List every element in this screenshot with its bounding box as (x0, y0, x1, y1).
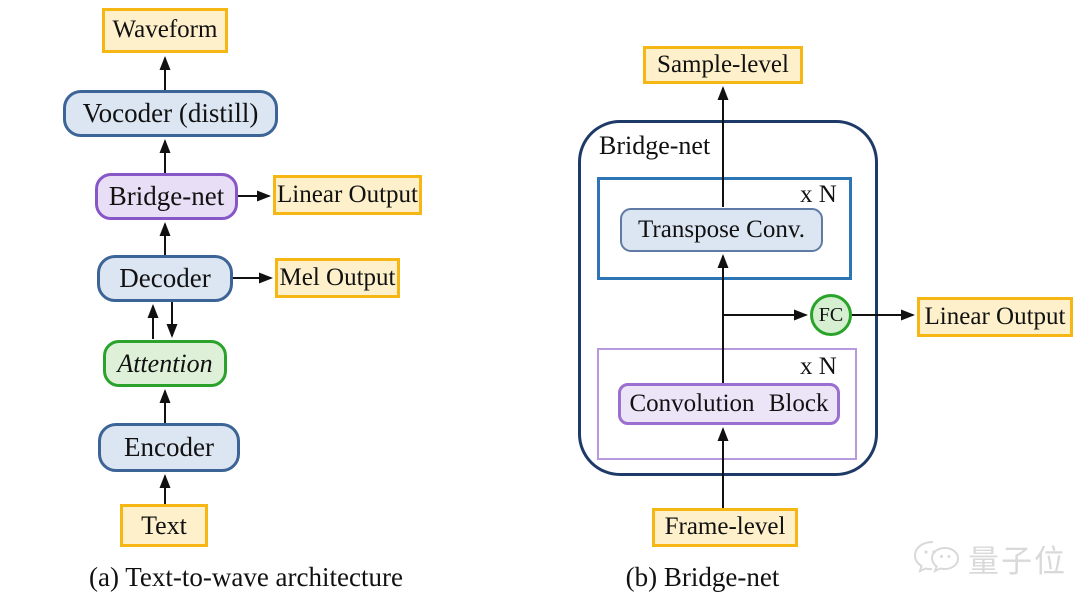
chat-bubbles-icon (913, 540, 960, 573)
node-bridge-net-a: Bridge-net (95, 173, 238, 220)
node-waveform: Waveform (102, 8, 228, 53)
transpose-conv-repeat-group (597, 177, 852, 280)
node-vocoder: Vocoder (distill) (63, 90, 278, 137)
bridge-net-container-label: Bridge-net (599, 131, 711, 160)
watermark-text: 量子位 (968, 544, 1067, 580)
node-decoder: Decoder (97, 255, 233, 302)
repeat-count-bottom: x N (800, 353, 837, 380)
watermark: 量子位 (912, 536, 1067, 581)
caption-b: (b) Bridge-net (625, 562, 780, 592)
node-attention: Attention (103, 340, 227, 387)
node-linear-output-a: Linear Output (273, 175, 422, 215)
caption-a: (a) Text-to-wave architecture (89, 562, 403, 592)
conv-block-repeat-group (597, 348, 857, 460)
node-fc: FC (810, 294, 852, 336)
bridge-net-container (578, 120, 878, 476)
repeat-count-top: x N (800, 181, 837, 208)
node-sample-level: Sample-level (643, 46, 803, 84)
node-frame-level: Frame-level (652, 508, 798, 547)
node-convolution-block: Convolution Block (618, 383, 840, 425)
node-transpose-conv: Transpose Conv. (620, 208, 823, 252)
node-text: Text (120, 504, 208, 547)
node-linear-output-b: Linear Output (917, 297, 1073, 337)
node-mel-output: Mel Output (275, 258, 400, 298)
node-encoder: Encoder (98, 423, 240, 472)
